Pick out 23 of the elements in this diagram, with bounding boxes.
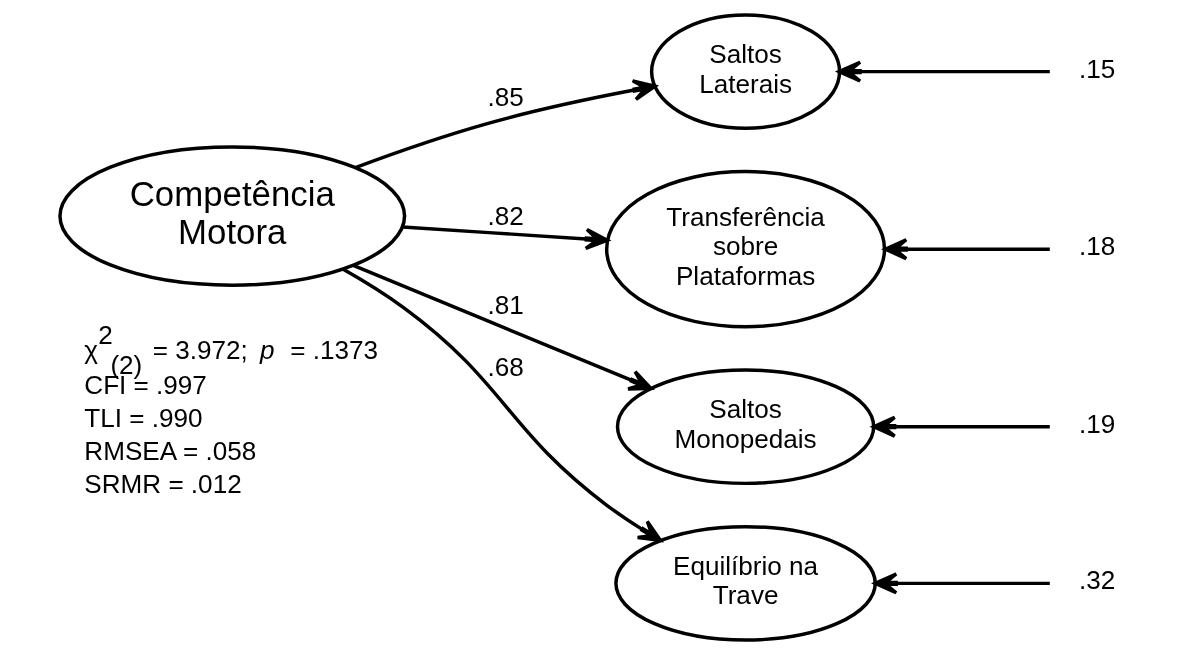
node-ellipse: Equilíbrio na Trave — [614, 524, 877, 642]
node-text: .32 — [1078, 565, 1116, 596]
arrow — [872, 415, 1050, 438]
edge-label: .85 — [487, 82, 524, 113]
node-text: .15 — [1078, 53, 1116, 84]
label: TLI = .990 — [84, 402, 203, 433]
edge-label: .82 — [487, 200, 524, 231]
edge-label: .68 — [487, 352, 524, 383]
node-ellipse: Competência Motora — [58, 145, 407, 287]
arrow — [837, 60, 1050, 83]
node-text: .19 — [1078, 408, 1116, 439]
label: RMSEA = .058 — [84, 435, 257, 466]
node-ellipse: Transferência sobre Plataformas — [604, 169, 887, 329]
label: SRMR = .012 — [84, 468, 242, 499]
arrow — [354, 79, 657, 170]
arrow — [341, 267, 663, 542]
arrow — [873, 572, 1050, 595]
arrow — [402, 225, 609, 251]
arrow — [352, 263, 653, 391]
node-ellipse: Saltos Laterais — [649, 13, 842, 130]
arrow — [883, 238, 1050, 261]
node-text: .18 — [1078, 231, 1116, 262]
edge-label: .81 — [487, 289, 524, 320]
